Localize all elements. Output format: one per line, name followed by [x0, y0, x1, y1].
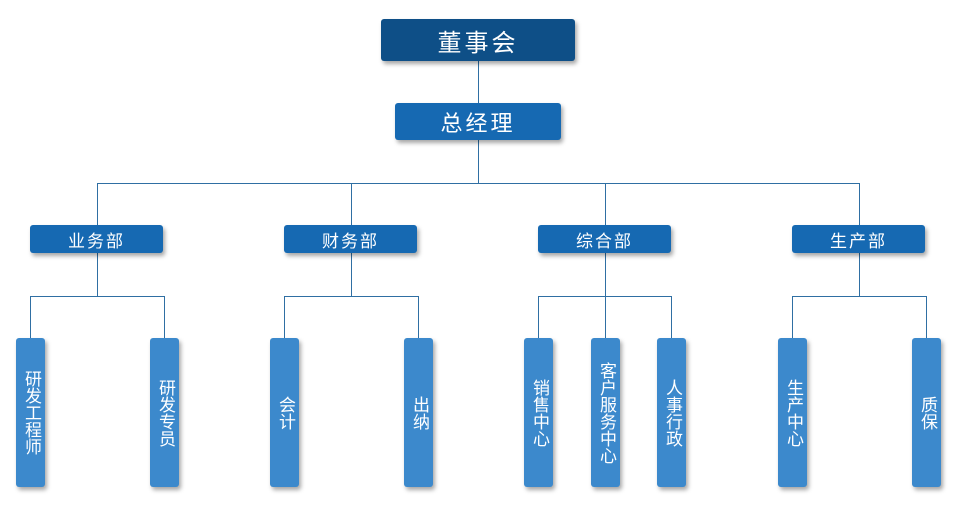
department-node: 综合部 [538, 225, 671, 253]
unit-label: 研发专员 [155, 378, 175, 447]
connector [418, 296, 419, 338]
connector [284, 296, 419, 297]
unit-node: 销售中心 [524, 338, 553, 487]
connector [605, 252, 606, 338]
connector [30, 296, 165, 297]
connector [671, 296, 672, 338]
department-label: 生产部 [830, 231, 887, 252]
unit-node: 人事行政 [657, 338, 686, 487]
connector [351, 183, 352, 226]
connector [284, 296, 285, 338]
unit-node: 客户服务中心 [591, 338, 620, 487]
connector [792, 296, 793, 338]
connector [351, 252, 352, 296]
department-node: 财务部 [284, 225, 417, 253]
connector [478, 60, 479, 104]
department-label: 财务部 [322, 231, 379, 252]
connector [926, 296, 927, 338]
general-manager-node: 总经理 [395, 103, 561, 140]
board-node: 董事会 [381, 19, 575, 61]
unit-label: 研发工程师 [21, 370, 41, 455]
connector [792, 296, 927, 297]
connector [97, 183, 859, 184]
unit-node: 研发工程师 [16, 338, 45, 487]
connector [97, 252, 98, 296]
connector [605, 183, 606, 226]
connector [538, 296, 672, 297]
general-manager-label: 总经理 [440, 111, 516, 137]
unit-label: 人事行政 [662, 378, 682, 447]
connector [859, 183, 860, 226]
unit-label: 出纳 [409, 395, 429, 430]
board-label: 董事会 [437, 28, 519, 57]
connector [30, 296, 31, 338]
unit-label: 客户服务中心 [596, 361, 616, 464]
unit-label: 会计 [275, 395, 295, 430]
connector [859, 252, 860, 296]
connector [164, 296, 165, 338]
unit-label: 销售中心 [529, 378, 549, 447]
department-label: 业务部 [68, 231, 125, 252]
connector [478, 139, 479, 183]
unit-node: 会计 [270, 338, 299, 487]
unit-node: 生产中心 [778, 338, 807, 487]
department-label: 综合部 [576, 231, 633, 252]
unit-label: 生产中心 [783, 378, 803, 447]
unit-node: 研发专员 [150, 338, 179, 487]
connector [538, 296, 539, 338]
department-node: 生产部 [792, 225, 925, 253]
unit-label: 质保 [917, 395, 937, 430]
department-node: 业务部 [30, 225, 163, 253]
unit-node: 出纳 [404, 338, 433, 487]
connector [97, 183, 98, 226]
unit-node: 质保 [912, 338, 941, 487]
